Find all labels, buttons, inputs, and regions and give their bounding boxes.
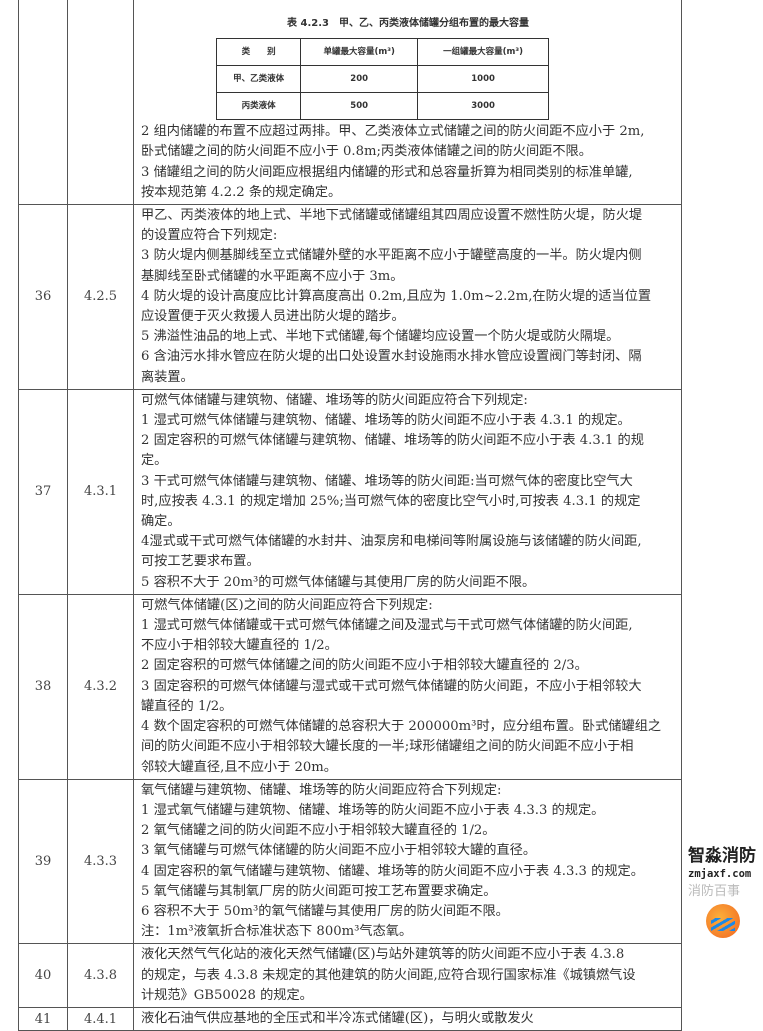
text-line: 1 湿式可燃气体储罐或干式可燃气体储罐之间及湿式与干式可燃气体储罐的防火间距,	[141, 618, 633, 634]
text-line: 不应小于相邻较大罐直径的 1/2。	[141, 638, 338, 654]
text-line: 甲乙、丙类液体的地上式、半地下式储罐或储罐组其四周应设置不燃性防火堤，防火堤	[141, 208, 643, 224]
text-line: 3 固定容积的可燃气体储罐与湿式或干式可燃气体储罐的防火间距，不应小于相邻较大	[141, 678, 642, 694]
item-number: 37	[18, 388, 68, 595]
text-line: 确定。	[141, 514, 181, 530]
text-line: 2 组内储罐的布置不应超过两排。甲、乙类液体立式储罐之间的防火间距不应小于 2m…	[141, 124, 645, 140]
clause-text: 可燃气体储罐与建筑物、储罐、堆场等的防火间距应符合下列规定: 1 湿式可燃气体储罐…	[133, 388, 682, 595]
text-line: 可按工艺要求布置。	[141, 554, 260, 570]
text-line: 4 数个固定容积的可燃气体储罐的总容积大于 200000m³时，应分组布置。卧式…	[141, 719, 662, 735]
subtable-title: 表 4.2.3 甲、乙、丙类液体储罐分组布置的最大容量	[287, 18, 529, 29]
clause-text: 液化天然气气化站的液化天然气储罐(区)与站外建筑等的防火间距不应小于表 4.3.…	[133, 943, 682, 1008]
text-line: 应设置便于灭火救援人员进出防火堤的踏步。	[141, 309, 405, 325]
subtable-cell: 丙类液体	[215, 92, 302, 121]
subtable-header: 单罐最大容量(m³)	[300, 38, 419, 67]
brand-logo-icon	[706, 904, 740, 938]
subtable-header: 一组罐最大容量(m³)	[417, 38, 549, 67]
text-line: 液化天然气气化站的液化天然气储罐(区)与站外建筑等的防火间距不应小于表 4.3.…	[141, 947, 625, 963]
text-line: 可燃气体储罐(区)之间的防火间距应符合下列规定:	[141, 597, 433, 613]
text-line: 3 储罐组之间的防火间距应根据组内储罐的形式和总容量折算为相同类别的标准单罐,	[141, 164, 633, 180]
clause-text: 可燃气体储罐(区)之间的防火间距应符合下列规定: 1 湿式可燃气体储罐或干式可燃气…	[133, 593, 682, 780]
text-line: 可燃气体储罐与建筑物、储罐、堆场等的防火间距应符合下列规定:	[141, 392, 528, 408]
clause-text: 氧气储罐与建筑物、储罐、堆场等的防火间距应符合下列规定: 1 湿式氧气储罐与建筑物…	[133, 778, 682, 945]
item-number	[18, 0, 68, 206]
text-line: 的设置应符合下列规定:	[141, 228, 278, 244]
text-line: 离装置。	[141, 369, 194, 385]
item-number: 36	[18, 204, 68, 390]
text-line: 1 湿式可燃气体储罐与建筑物、储罐、堆场等的防火间距不应小于表 4.3.1 的规…	[141, 413, 631, 429]
text-line: 4 防火堤的设计高度应比计算高度高出 0.2m,且应为 1.0m~2.2m,在防…	[141, 288, 652, 304]
text-line: 2 固定容积的可燃气体储罐与建筑物、储罐、堆场等的防火间距不应小于表 4.3.1…	[141, 433, 644, 449]
subtable-cell: 3000	[417, 92, 549, 121]
text-line: 间的防火间距不应小于相邻较大罐长度的一半;球形储罐组之间的防火间距不应小于相	[141, 739, 634, 755]
clause-number: 4.2.5	[67, 204, 134, 390]
clause-text: 液化石油气供应基地的全压式和半冷冻式储罐(区)，与明火或散发火	[133, 1006, 682, 1031]
subtable-cell: 200	[300, 65, 419, 94]
text-line: 4湿式或干式可燃气体储罐的水封井、油泵房和电梯间等附属设施与该储罐的防火间距,	[141, 534, 642, 550]
clause-text: 表 4.2.3 甲、乙、丙类液体储罐分组布置的最大容量类 别单罐最大容量(m³)…	[133, 0, 682, 206]
text-line: 氧气储罐与建筑物、储罐、堆场等的防火间距应符合下列规定:	[141, 782, 502, 798]
subtable-cell: 500	[300, 92, 419, 121]
text-line: 5 容积不大于 20m³的可燃气体储罐与其使用厂房的防火间距不限。	[141, 574, 536, 590]
watermark: 智淼消防 zmjaxf.com 消防百事	[686, 846, 763, 942]
text-line: 液化石油气供应基地的全压式和半冷冻式储罐(区)，与明火或散发火	[141, 1010, 534, 1026]
text-line: 基脚线至卧式储罐的水平距离不应小于 3m。	[141, 268, 404, 284]
clause-number: 4.3.2	[67, 593, 134, 780]
text-line: 3 氧气储罐与可燃气体储罐的防火间距不应小于相邻较大罐的直径。	[141, 843, 537, 859]
text-line: 2 固定容积的可燃气体储罐之间的防火间距不应小于相邻较大罐直径的 2/3。	[141, 658, 588, 674]
text-line: 6 容积不大于 50m³的氧气储罐与其使用厂房的防火间距不限。	[141, 903, 509, 919]
item-number: 38	[18, 593, 68, 780]
text-line: 1 湿式氧气储罐与建筑物、储罐、堆场等的防火间距不应小于表 4.3.3 的规定。	[141, 802, 605, 818]
text-line: 2 氧气储罐之间的防火间距不应小于相邻较大罐直径的 1/2。	[141, 823, 496, 839]
brand-url: zmjaxf.com	[688, 868, 752, 880]
subtable-header-row: 类 别单罐最大容量(m³)一组罐最大容量(m³)	[215, 38, 549, 67]
clause-number: 4.4.1	[67, 1006, 134, 1031]
brand-name: 智淼消防	[688, 846, 756, 866]
subtable-cell: 1000	[417, 65, 549, 94]
clause-number: 4.3.8	[67, 943, 134, 1008]
regulation-table: 表 4.2.3 甲、乙、丙类液体储罐分组布置的最大容量类 别单罐最大容量(m³)…	[18, 0, 682, 1031]
clause-text: 甲乙、丙类液体的地上式、半地下式储罐或储罐组其四周应设置不燃性防火堤，防火堤的设…	[133, 204, 682, 390]
text-line: 罐直径的 1/2。	[141, 698, 233, 714]
text-line: 按本规范第 4.2.2 条的规定确定。	[141, 184, 342, 200]
text-line: 的规定，与表 4.3.8 未规定的其他建筑的防火间距,应符合现行国家标准《城镇燃…	[141, 967, 636, 983]
watermark-faint-text: 消防百事	[688, 884, 741, 899]
text-line: 卧式储罐之间的防火间距不应小于 0.8m;丙类液体储罐之间的防火间距不限。	[141, 144, 592, 160]
text-line: 计规范》GB50028 的规定。	[141, 987, 313, 1003]
text-line: 定。	[141, 453, 168, 469]
clause-number: 4.3.3	[67, 778, 134, 945]
clause-number: 4.3.1	[67, 388, 134, 595]
text-line: 3 干式可燃气体储罐与建筑物、储罐、堆场等的防火间距:当可燃气体的密度比空气大	[141, 473, 633, 489]
text-line: 3 防火堤内侧基脚线至立式储罐外壁的水平距离不应小于罐壁高度的一半。防火堤内侧	[141, 248, 642, 264]
subtable-cell: 甲、乙类液体	[215, 65, 302, 94]
item-number: 41	[18, 1006, 68, 1031]
text-line: 5 沸溢性油品的地上式、半地下式储罐,每个储罐均应设置一个防火堤或防火隔堤。	[141, 329, 620, 345]
text-line: 4 固定容积的氧气储罐与建筑物、储罐、堆场等的防火间距不应小于表 4.3.3 的…	[141, 863, 644, 879]
subtable-header: 类 别	[215, 38, 302, 67]
item-number: 39	[18, 778, 68, 945]
text-line: 5 氧气储罐与其制氧厂房的防火间距可按工艺布置要求确定。	[141, 883, 497, 899]
item-number: 40	[18, 943, 68, 1008]
text-line: 时,应按表 4.3.1 的规定增加 25%;当可燃气体的密度比空气小时,可按表 …	[141, 493, 641, 509]
text-line: 注：1m³液氧折合标准状态下 800m³气态氧。	[141, 924, 413, 940]
clause-number	[67, 0, 134, 206]
text-line: 邻较大罐直径,且不应小于 20m。	[141, 759, 337, 775]
text-line: 6 含油污水排水管应在防火堤的出口处设置水封设施雨水排水管应设置阀门等封闭、隔	[141, 349, 642, 365]
table-row: 表 4.2.3 甲、乙、丙类液体储罐分组布置的最大容量类 别单罐最大容量(m³)…	[18, 0, 682, 206]
